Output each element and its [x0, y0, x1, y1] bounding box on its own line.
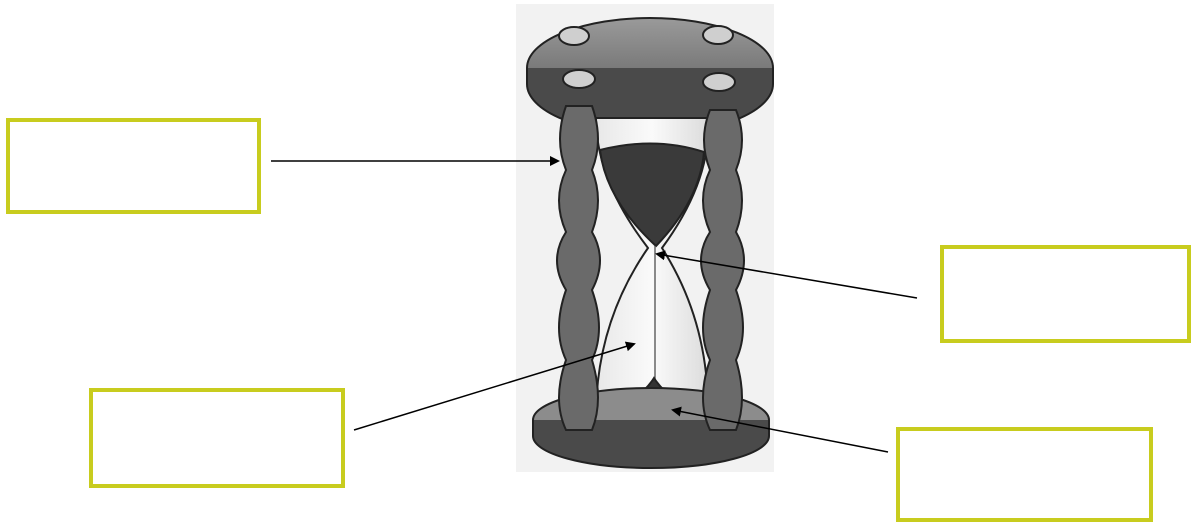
- label-box-sand-pile[interactable]: [896, 427, 1153, 522]
- left-column: [557, 106, 600, 430]
- label-text-sand-pile: [900, 431, 1149, 443]
- top-peg: [559, 27, 589, 45]
- right-column: [701, 110, 744, 430]
- hourglass-illustration: [527, 18, 773, 468]
- label-box-frame[interactable]: [6, 118, 261, 214]
- label-box-empty-bulb[interactable]: [89, 388, 345, 488]
- label-text-neck: [944, 249, 1187, 261]
- label-text-frame: [10, 122, 257, 134]
- top-peg: [563, 70, 595, 88]
- top-peg: [703, 26, 733, 44]
- label-box-neck[interactable]: [940, 245, 1191, 343]
- label-text-empty-bulb: [93, 392, 341, 404]
- top-peg: [703, 73, 735, 91]
